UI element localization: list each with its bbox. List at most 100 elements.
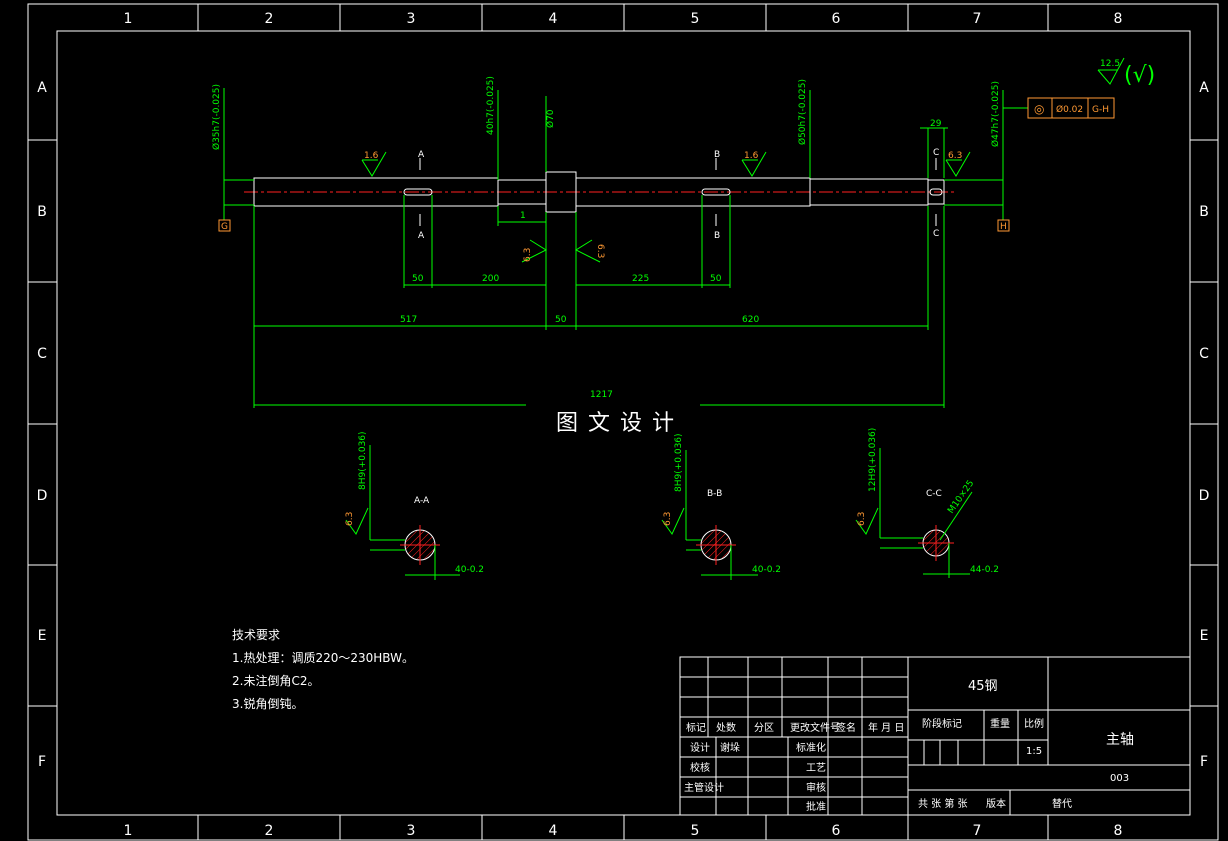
zone-dividers — [28, 4, 1218, 840]
row-label: C — [1199, 346, 1209, 362]
col-label: 6 — [832, 11, 841, 27]
col-label: 7 — [973, 11, 982, 27]
section-roughness: 6.3 — [857, 512, 867, 526]
dim-50-keyB: 50 — [710, 274, 722, 284]
part-name: 主轴 — [1106, 732, 1134, 748]
dim-620: 620 — [742, 315, 759, 325]
section-roughness: 6.3 — [345, 512, 355, 526]
roughness-5: 6.3 — [595, 244, 605, 258]
general-roughness-symbol: 12.5 (√) — [1097, 57, 1155, 88]
weight-label: 重量 — [990, 717, 1010, 730]
dim-50-collar: 50 — [555, 315, 567, 325]
role-chief: 主管设计 — [684, 781, 724, 794]
dim-517: 517 — [400, 315, 417, 325]
col-label: 7 — [973, 823, 982, 839]
section-key-width: 12H9(+0.036) — [868, 428, 878, 492]
tolerance-datum: G-H — [1092, 105, 1109, 115]
scale-label: 比例 — [1024, 717, 1044, 730]
rev-header: 分区 — [754, 722, 774, 734]
row-label: C — [37, 346, 47, 362]
technical-requirements: 技术要求 1.热处理：调质220～230HBW。 2.未注倒角C2。 3.锐角倒… — [232, 628, 414, 711]
sheet-count: 共 张 第 张 — [918, 797, 968, 810]
stage-label: 阶段标记 — [922, 717, 962, 730]
roughness-4: 6.3 — [523, 248, 533, 262]
section-markers — [419, 158, 937, 226]
section-view-C: C-C 12H9(+0.036) 44-0.2 6.3 M10×25 — [855, 428, 999, 578]
section-title: A-A — [414, 496, 430, 506]
dia-left-end: Ø35h7(-0.025) — [211, 84, 222, 150]
col-label: 1 — [124, 11, 133, 27]
tech-item: 3.锐角倒钝。 — [232, 697, 303, 711]
column-labels-top: 1 2 3 4 5 6 7 8 — [124, 11, 1123, 27]
col-label: 2 — [265, 823, 274, 839]
section-roughness: 6.3 — [663, 512, 673, 526]
roughness-2: 1.6 — [744, 151, 759, 161]
roughness-3: 6.3 — [948, 151, 962, 161]
drawing-number: 003 — [1110, 773, 1129, 784]
role-process: 工艺 — [806, 762, 826, 774]
row-label: A — [1199, 80, 1209, 96]
role-check: 校核 — [690, 761, 710, 774]
version-label: 版本 — [986, 797, 1006, 810]
col-label: 8 — [1114, 11, 1123, 27]
thread-callout: M10×25 — [946, 479, 976, 516]
col-label: 4 — [549, 823, 558, 839]
replace-label: 替代 — [1052, 797, 1072, 810]
col-label: 3 — [407, 823, 416, 839]
row-label: F — [1200, 754, 1208, 770]
designer-name: 谢垛 — [720, 741, 740, 754]
roughness-1: 1.6 — [364, 151, 379, 161]
rev-header: 标记 — [686, 722, 706, 734]
section-C-top: C — [933, 148, 939, 158]
dia-right-mid: Ø50h7(-0.025) — [797, 79, 808, 145]
section-title: C-C — [926, 489, 942, 499]
roughness-value: 12.5 — [1100, 59, 1120, 69]
tech-item: 1.热处理：调质220～230HBW。 — [232, 651, 414, 665]
row-label: A — [37, 80, 47, 96]
section-title: B-B — [707, 489, 722, 499]
row-labels-right: A B C D E F — [1199, 80, 1210, 770]
section-key-width: 8H9(+0.036) — [674, 433, 684, 492]
rev-header: 处数 — [716, 721, 736, 734]
tolerance-value: Ø0.02 — [1056, 104, 1083, 115]
roughness-suffix: (√) — [1124, 63, 1155, 88]
section-depth: 44-0.2 — [970, 565, 999, 575]
dia-collar: Ø70 — [545, 109, 556, 128]
col-label: 2 — [265, 11, 274, 27]
section-view-A: A-A 8H9(+0.036) 40-0.2 6.3 — [345, 431, 484, 580]
tolerance-symbol: ◎ — [1034, 102, 1044, 116]
col-label: 3 — [407, 11, 416, 27]
dim-29: 29 — [930, 119, 942, 129]
rev-header: 更改文件号 — [790, 721, 840, 734]
section-key-width: 8H9(+0.036) — [358, 431, 368, 490]
dimension-lines — [223, 88, 1004, 408]
row-labels-left: A B C D E F — [37, 80, 48, 770]
section-depth: 40-0.2 — [455, 565, 484, 575]
row-label: E — [1200, 628, 1209, 644]
dia-right-end: Ø47h7(-0.025) — [990, 81, 1001, 147]
section-B-top: B — [714, 150, 720, 160]
tech-title: 技术要求 — [232, 628, 280, 642]
datum-left: G — [221, 222, 228, 232]
row-label: D — [37, 488, 48, 504]
role-standardize: 标准化 — [796, 741, 826, 754]
shaft-roughness-marks — [361, 151, 971, 263]
outer-frame — [27, 3, 1219, 841]
col-label: 5 — [691, 11, 700, 27]
section-C-bottom: C — [933, 229, 939, 239]
row-label: F — [38, 754, 46, 770]
scale-value: 1:5 — [1026, 746, 1042, 757]
dim-1: 1 — [520, 211, 526, 221]
material: 45钢 — [968, 679, 998, 694]
role-review: 审核 — [806, 781, 826, 794]
row-label: B — [1199, 204, 1209, 220]
row-label: E — [38, 628, 47, 644]
watermark: 图文设计 — [556, 411, 684, 436]
rev-header: 年 月 日 — [868, 721, 904, 734]
tech-item: 2.未注倒角C2。 — [232, 673, 319, 688]
role-design: 设计 — [690, 741, 710, 754]
section-depth: 40-0.2 — [752, 565, 781, 575]
shaft-view — [218, 88, 1115, 408]
shaft-labels: Ø35h7(-0.025) 40h7(-0.025) Ø70 Ø50h7(-0.… — [211, 76, 1109, 400]
